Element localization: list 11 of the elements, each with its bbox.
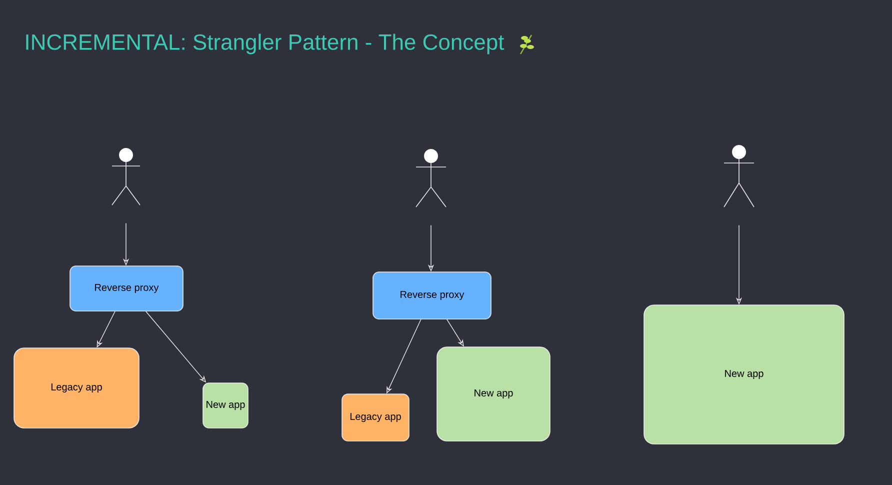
app-box: New app <box>202 382 248 428</box>
app-box: New app <box>644 304 844 444</box>
app-box: Legacy app <box>342 394 410 442</box>
proxy-box: Reverse proxy <box>372 272 492 320</box>
proxy-box: Reverse proxy <box>70 266 184 312</box>
person-icon <box>724 145 754 208</box>
app-box: New app <box>436 346 550 442</box>
title: INCREMENTAL: Strangler Pattern - The Concept <box>26 34 504 54</box>
person-icon <box>112 148 140 206</box>
person-icon <box>416 149 446 208</box>
app-box: Legacy app <box>14 348 140 428</box>
